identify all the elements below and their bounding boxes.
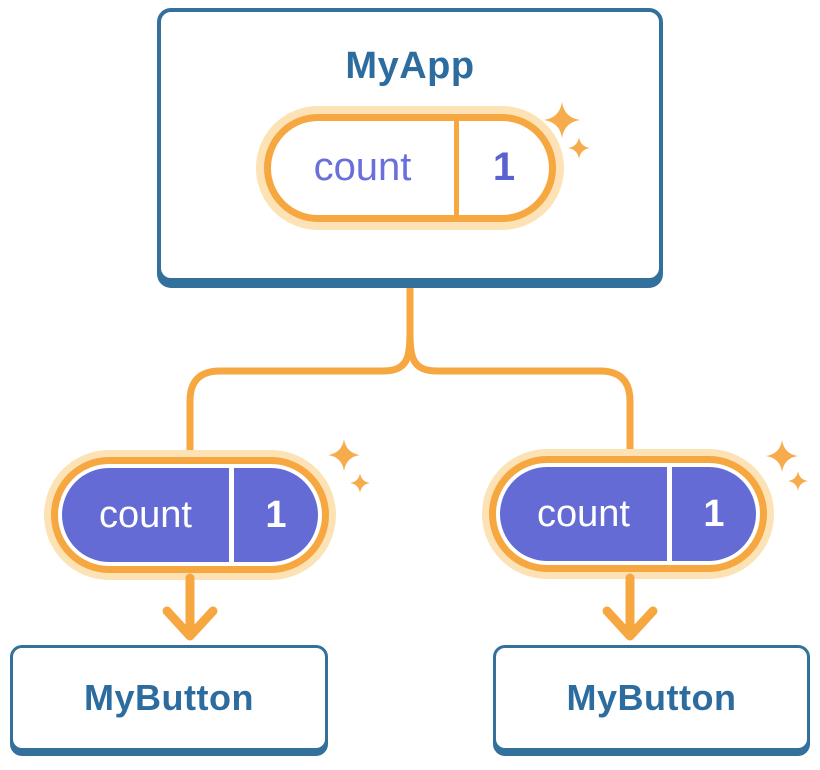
pill-ring: count 1 xyxy=(264,113,556,222)
right-child-state-pill: count 1 xyxy=(482,449,774,579)
right-child-component-card: MyButton xyxy=(493,645,810,751)
state-name: count xyxy=(99,493,192,536)
pill-capsule: count 1 xyxy=(62,468,318,562)
root-state-pill: count 1 xyxy=(256,105,564,230)
connector-left-branch xyxy=(186,326,414,456)
pill-capsule: count 1 xyxy=(500,467,756,561)
pill-divider xyxy=(667,467,672,561)
root-component-card: MyApp count 1 xyxy=(157,8,663,282)
left-child-component-card: MyButton xyxy=(10,645,328,751)
root-component-title: MyApp xyxy=(345,45,475,87)
sparkle-icon xyxy=(766,440,798,472)
state-name: count xyxy=(537,492,630,535)
pill-divider xyxy=(229,468,234,562)
sparkle-icon xyxy=(350,473,370,493)
state-value: 1 xyxy=(265,493,287,536)
pill-ring: count 1 xyxy=(51,457,329,573)
sparkle-icon xyxy=(328,439,360,471)
child-component-title: MyButton xyxy=(84,677,254,718)
arrow-down-icon xyxy=(162,573,218,641)
pill-divider xyxy=(454,120,459,215)
left-child-state-pill: count 1 xyxy=(44,450,336,580)
sparkle-icon xyxy=(788,471,808,491)
state-value: 1 xyxy=(492,145,516,190)
pill-ring: count 1 xyxy=(489,456,767,572)
connector-right-branch xyxy=(406,326,634,456)
state-value: 1 xyxy=(703,492,725,535)
child-component-title: MyButton xyxy=(566,677,737,718)
arrow-down-icon xyxy=(602,573,658,641)
state-name: count xyxy=(313,145,412,190)
